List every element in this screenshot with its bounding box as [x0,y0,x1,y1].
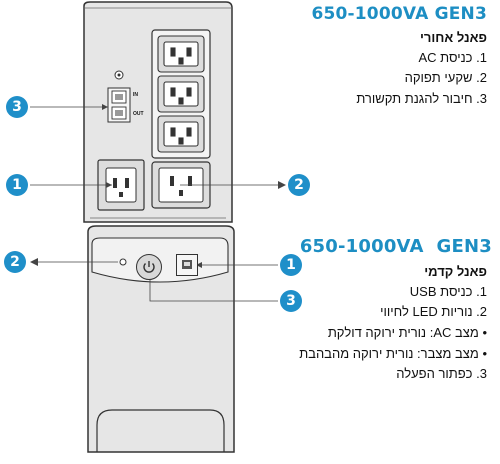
power-button[interactable] [136,254,162,280]
rear-item-2: 2. שקעי תפוקה [404,70,487,85]
usb-port-icon [182,260,192,269]
port-label-in: IN [133,92,138,98]
callout-line [149,270,278,302]
front-item-1: 1. כניסת USB [409,284,487,299]
callout-badge-3: 3 [280,290,302,312]
callout-badge-3: 3 [6,96,28,118]
callout-badge-1: 1 [6,174,28,196]
rear-title: 650-1000VA GEN3 [311,4,487,24]
front-subtitle: פאנל קדמי [424,264,487,279]
front-item-3: 3. כפתור הפעלה [396,366,487,381]
rear-item-3: 3. חיבור להגנת תקשורת [356,91,487,106]
callout-badge-2: 2 [4,251,26,273]
usb-port[interactable] [176,254,198,276]
front-bullet-1: • מצב AC: נורית ירוקה דולקת [327,325,487,340]
callout-badge-2: 2 [288,174,310,196]
rear-item-1: 1. כניסת AC [418,50,487,65]
led-indicator [119,258,127,266]
callout-badge-1: 1 [280,254,302,276]
front-device-body [87,225,235,453]
front-title: 650-1000VA GEN3 [299,236,492,257]
front-item-2: 2. נוריות LED לחיווי [380,304,487,319]
output-outlet [157,75,205,113]
power-icon [143,261,155,273]
rear-subtitle: פאנל אחורי [419,30,487,45]
output-outlet [157,35,205,73]
output-outlet [157,115,205,153]
front-bullet-2: • מצב מצבר: נורית ירוקה מהבהבת [299,346,487,361]
port-label-out: OUT [133,111,144,117]
